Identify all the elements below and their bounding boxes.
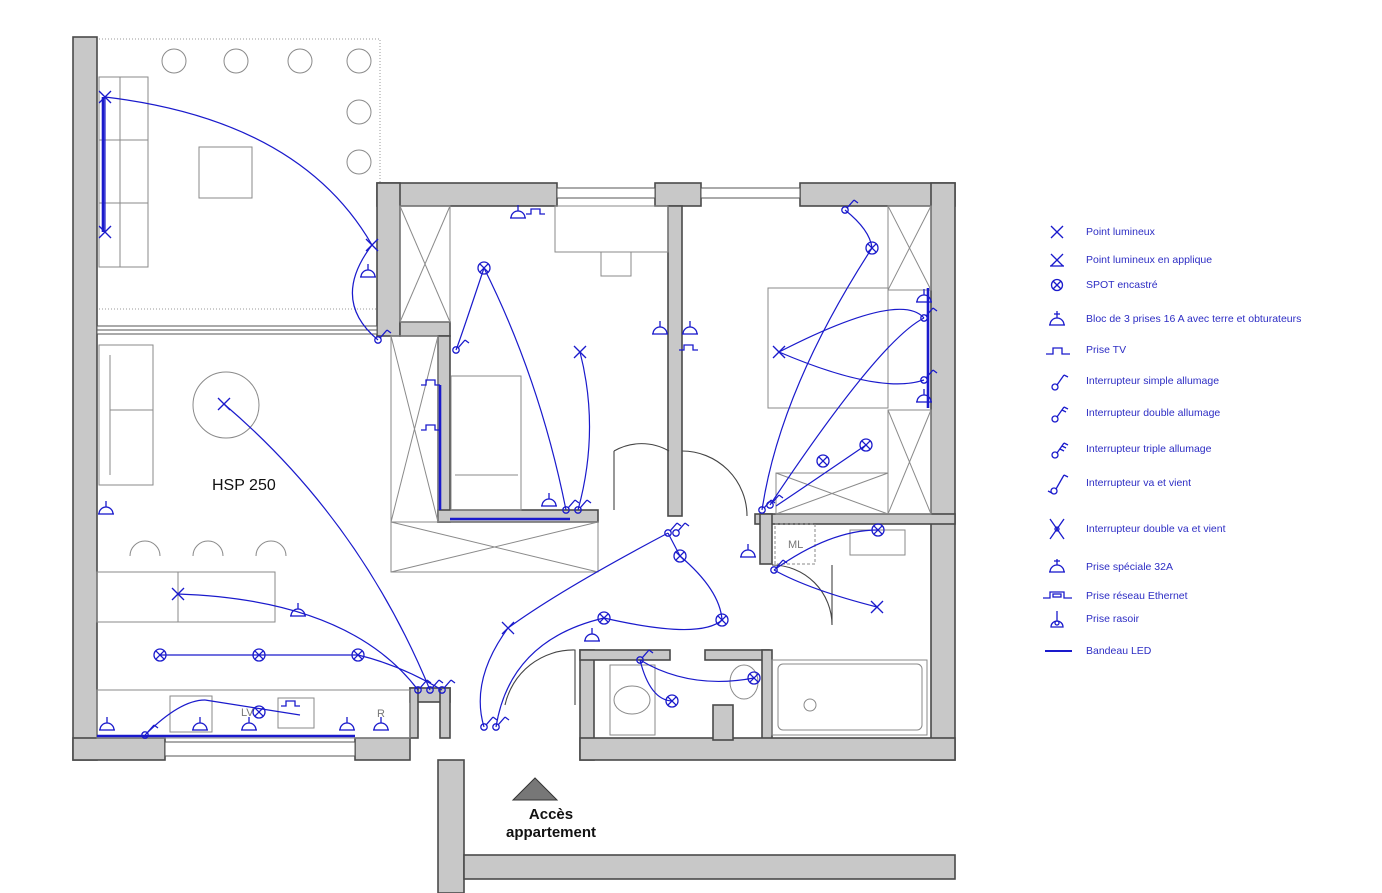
legend-item-ethernet: Prise réseau Ethernet (1040, 586, 1188, 606)
interrupteur-simple-icon (1051, 374, 1069, 391)
led-strips (97, 97, 930, 738)
furniture (96, 205, 932, 739)
entrance-label-line1: Accès (529, 806, 573, 823)
legend-label: Interrupteur va et vient (1086, 477, 1192, 489)
legend-label: SPOT encastré (1086, 279, 1158, 291)
legend-label: Point lumineux en applique (1086, 254, 1213, 266)
bandeau-led-icon (1045, 650, 1072, 652)
fridge-label: R (377, 708, 385, 720)
legend-label: Prise réseau Ethernet (1086, 590, 1188, 602)
legend-label: Bandeau LED (1086, 645, 1152, 657)
entrance-label-line2: appartement (506, 824, 596, 841)
legend-item-bloc-prises: Bloc de 3 prises 16 A avec terre et obtu… (1040, 309, 1301, 329)
prise-ethernet-icon (1043, 591, 1072, 599)
legend-item-spot: SPOT encastré (1040, 275, 1158, 295)
interrupteur-triple-icon (1051, 442, 1069, 459)
dishwasher-label: LV (241, 707, 254, 719)
legend-label: Interrupteur simple allumage (1086, 375, 1220, 387)
walls (72, 36, 956, 893)
prise-tv-icon (1046, 347, 1070, 355)
legend-item-point-lumineux: Point lumineux (1040, 222, 1155, 242)
legend-item-interrupteur-double: Interrupteur double allumage (1040, 403, 1220, 423)
terrace (95, 38, 381, 310)
legend-item-bandeau-led: Bandeau LED (1040, 641, 1151, 661)
legend-label: Prise TV (1086, 344, 1127, 356)
legend-item-va-et-vient: Interrupteur va et vient (1040, 473, 1192, 495)
legend-label: Prise spéciale 32A (1086, 561, 1173, 573)
washing-machine-label: ML (788, 539, 803, 551)
legend-label: Bloc de 3 prises 16 A avec terre et obtu… (1086, 313, 1302, 325)
interrupteur-va-et-vient-icon (1047, 474, 1069, 495)
room-height-label: HSP 250 (212, 477, 276, 494)
legend-label: Prise rasoir (1086, 613, 1140, 625)
legend-item-rasoir: Prise rasoir (1040, 609, 1139, 629)
interrupteur-double-icon (1051, 406, 1069, 423)
point-lumineux-applique-icon (1050, 253, 1064, 267)
legend-item-applique: Point lumineux en applique (1040, 250, 1212, 270)
legend-label: Interrupteur double va et vient (1086, 523, 1226, 535)
legend-item-interrupteur-simple: Interrupteur simple allumage (1040, 371, 1219, 391)
legend-item-interrupteur-triple: Interrupteur triple allumage (1040, 439, 1211, 459)
entrance-arrow (511, 777, 559, 801)
legend-label: Interrupteur double allumage (1086, 407, 1221, 419)
point-lumineux-icon (1050, 225, 1064, 239)
legend-label: Interrupteur triple allumage (1086, 443, 1212, 455)
legend-label: Point lumineux (1086, 226, 1155, 238)
interrupteur-double-va-et-vient-icon (1049, 518, 1065, 540)
spot-encastre-icon (1050, 278, 1064, 292)
bloc-3-prises-icon (1049, 311, 1065, 326)
legend-item-prise-32a: Prise spéciale 32A (1040, 557, 1173, 577)
legend-item-double-va-et-vient: Interrupteur double va et vient (1040, 518, 1226, 540)
prise-rasoir-icon (1050, 611, 1064, 628)
prise-32a-icon (1049, 559, 1065, 573)
legend-item-prise-tv: Prise TV (1040, 340, 1126, 360)
